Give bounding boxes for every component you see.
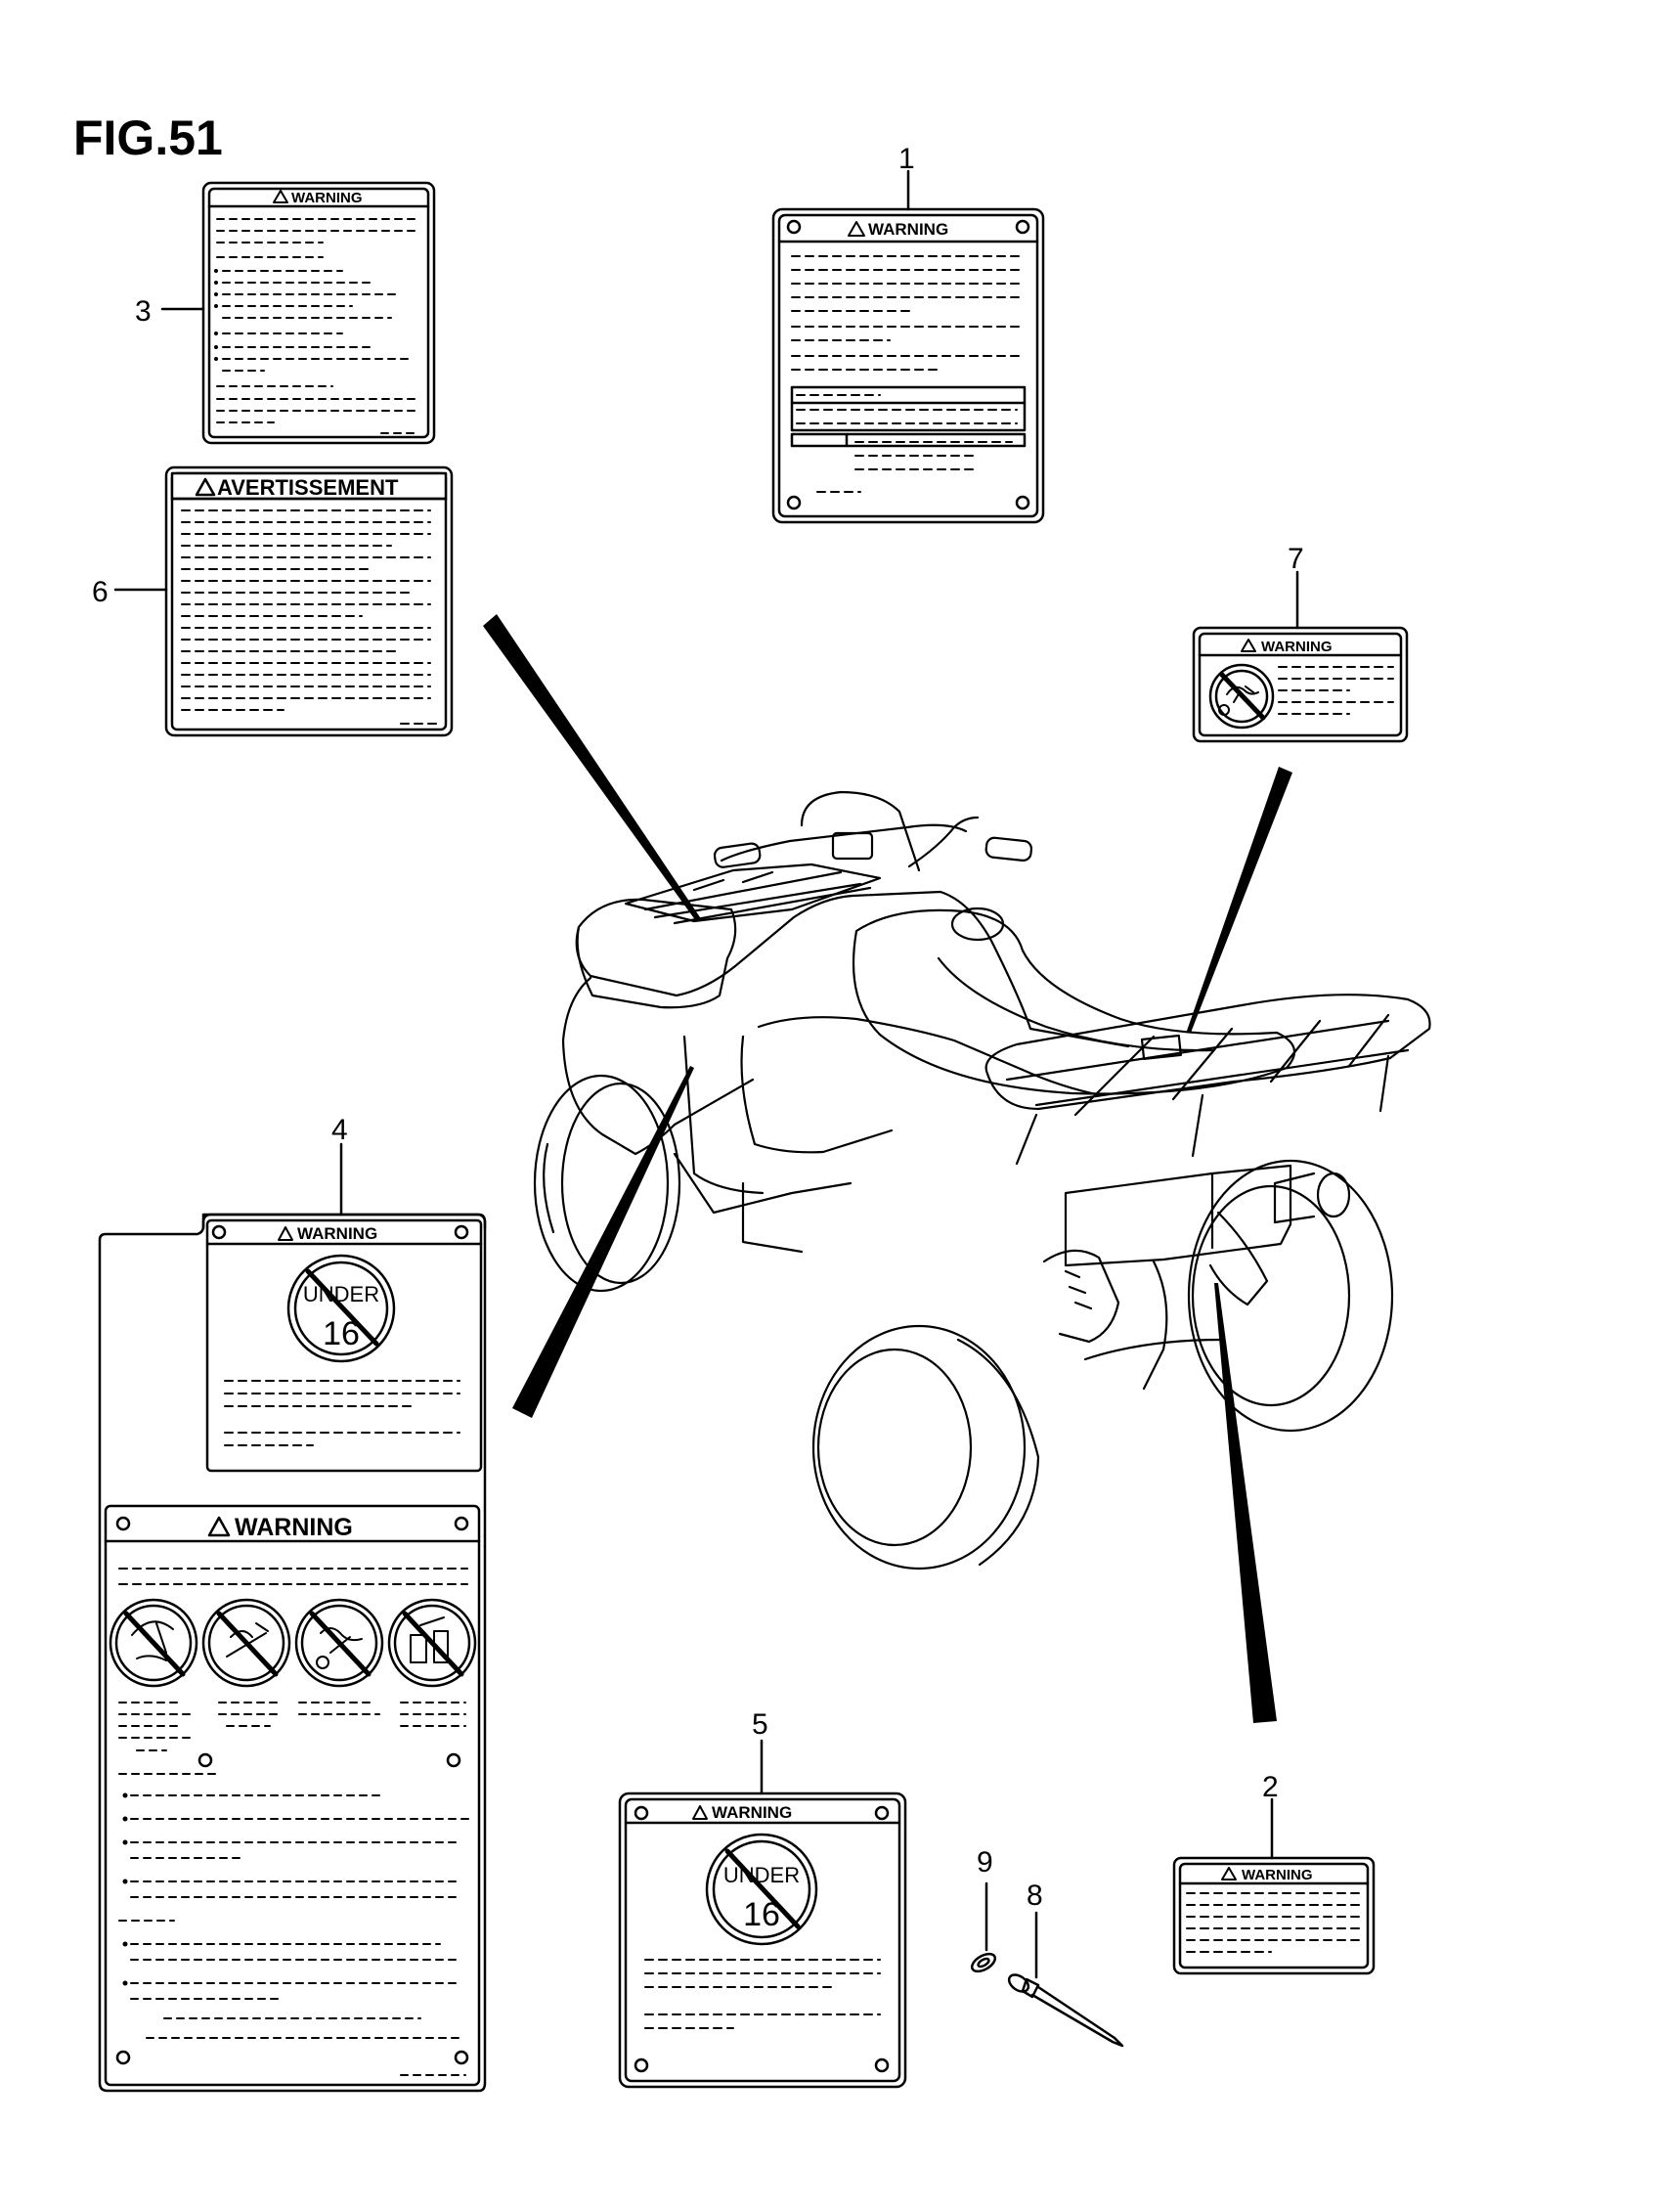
atv-illustration: [533, 790, 1431, 1571]
hazard-icon: [848, 221, 865, 237]
hazard-icon: [278, 1226, 293, 1241]
label-6-heading: AVERTISSEMENT: [217, 475, 399, 500]
label-7: WARNING: [1192, 626, 1409, 743]
label-3-heading: WARNING: [291, 190, 363, 206]
mounting-hole-icon: [454, 1224, 469, 1240]
mounting-hole-icon: [786, 495, 802, 510]
mounting-hole-icon: [211, 1224, 227, 1240]
mounting-hole-icon: [1015, 495, 1030, 510]
label-1-heading: WARNING: [868, 220, 948, 239]
callout-8: 8: [1027, 1880, 1043, 1912]
mounting-hole-icon: [786, 219, 802, 235]
hazard-icon: [1221, 1867, 1237, 1880]
mounting-hole-icon: [115, 1516, 131, 1531]
hazard-icon: [273, 190, 288, 203]
mounting-hole-icon: [634, 2057, 649, 2073]
mounting-hole-icon: [874, 2057, 890, 2073]
callout-6: 6: [92, 576, 109, 608]
prohibition-pictogram-icon: [109, 1598, 198, 1688]
label-6: AVERTISSEMENT: [164, 465, 454, 737]
mounting-hole-icon: [197, 1752, 213, 1768]
hazard-icon: [195, 477, 216, 497]
age-text: 16: [743, 1896, 780, 1933]
callout-9: 9: [977, 1846, 993, 1879]
label-3: WARNING: [201, 181, 436, 445]
mounting-hole-icon: [1015, 219, 1030, 235]
mounting-hole-icon: [454, 2050, 469, 2065]
under-text: UNDER: [303, 1282, 379, 1306]
mounting-hole-icon: [446, 1752, 461, 1768]
mounting-hole-icon: [634, 1805, 649, 1821]
label-4-lower-heading: WARNING: [235, 1514, 353, 1541]
label-2: WARNING: [1172, 1856, 1376, 1975]
mounting-hole-icon: [454, 1516, 469, 1531]
leader-wedges: [483, 614, 1292, 1723]
callout-2: 2: [1262, 1771, 1279, 1803]
age-text: 16: [323, 1315, 360, 1352]
prohibition-pictogram-icon: [387, 1598, 477, 1688]
label-4-heading: WARNING: [297, 1224, 377, 1243]
figure-title: FIG.51: [73, 111, 223, 165]
mounting-hole-icon: [115, 2050, 131, 2065]
callout-1: 1: [898, 143, 915, 175]
under-16-prohibition-icon: UNDER 16: [705, 1833, 818, 1946]
mounting-hole-icon: [874, 1805, 890, 1821]
label-2-heading: WARNING: [1242, 1867, 1313, 1883]
part-9-washer: [970, 1952, 997, 1973]
callout-4: 4: [331, 1114, 348, 1146]
hazard-icon: [207, 1516, 231, 1537]
label-5-heading: WARNING: [712, 1803, 792, 1822]
prohibition-pictogram-icon: [1208, 663, 1275, 730]
label-4: WARNING UNDER 16 WARNING: [98, 1213, 487, 2093]
part-8-rivet: [1007, 1973, 1124, 2048]
callout-7: 7: [1288, 543, 1304, 575]
under-text: UNDER: [723, 1863, 800, 1887]
label-5: WARNING UNDER 16: [618, 1792, 907, 2089]
prohibition-pictogram-icon: [294, 1598, 384, 1688]
callout-5: 5: [752, 1708, 768, 1741]
label-7-heading: WARNING: [1261, 639, 1333, 655]
hazard-icon: [1241, 639, 1256, 652]
label-1: WARNING: [771, 207, 1045, 524]
prohibition-pictogram-icon: [201, 1598, 291, 1688]
callout-3: 3: [135, 295, 152, 328]
hazard-icon: [692, 1805, 708, 1820]
under-16-prohibition-icon: UNDER 16: [286, 1254, 396, 1363]
